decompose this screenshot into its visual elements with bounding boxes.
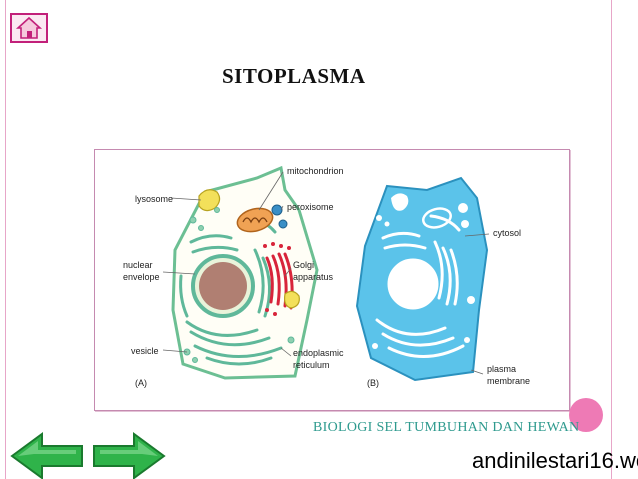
cell-diagram: lysosome mitochondrion peroxisome nuclea… [94, 149, 570, 411]
label-vesicle: vesicle [131, 346, 159, 356]
arrow-left-icon [10, 432, 83, 479]
label-envelope: envelope [123, 272, 160, 282]
right-border-line [611, 0, 612, 479]
cell-diagram-svg: lysosome mitochondrion peroxisome nuclea… [123, 165, 530, 388]
label-apparatus: apparatus [293, 272, 334, 282]
cell-b-nucleus [387, 258, 439, 310]
previous-slide-button[interactable] [8, 432, 88, 479]
label-panel-b: (B) [367, 378, 379, 388]
leader-lines [162, 171, 490, 375]
label-peroxisome: peroxisome [287, 202, 334, 212]
decorative-pink-circle [569, 398, 603, 432]
home-icon [15, 16, 43, 39]
vesicles [183, 207, 295, 363]
golgi-vesicles [263, 242, 291, 316]
label-mitochondrion: mitochondrion [287, 166, 344, 176]
peroxisome-2 [278, 219, 288, 229]
label-lysosome: lysosome [135, 194, 173, 204]
home-button[interactable] [10, 13, 48, 43]
label-endoplasmic: endoplasmic [293, 348, 344, 358]
label-nuclear: nuclear [123, 260, 153, 270]
label-reticulum: reticulum [293, 360, 330, 370]
label-cytosol: cytosol [493, 228, 521, 238]
left-border-line [5, 0, 6, 479]
footer-subtitle: BIOLOGI SEL TUMBUHAN DAN HEWAN [313, 420, 580, 435]
label-plasma: plasma [487, 364, 516, 374]
nucleus-core [199, 262, 247, 310]
lysosome [198, 189, 221, 212]
lysosome-2 [284, 290, 300, 309]
watermark-text: andinilestari16.wo [472, 448, 638, 473]
label-panel-a: (A) [135, 378, 147, 388]
label-membrane: membrane [487, 376, 530, 386]
mitochondrion [236, 207, 274, 233]
next-slide-button[interactable] [88, 432, 168, 479]
arrow-right-icon [93, 432, 166, 479]
label-golgi: Golgi [293, 260, 314, 270]
cell-b-organelles [375, 214, 465, 358]
slide-title: SITOPLASMA [222, 64, 366, 88]
peroxisome [271, 204, 283, 216]
